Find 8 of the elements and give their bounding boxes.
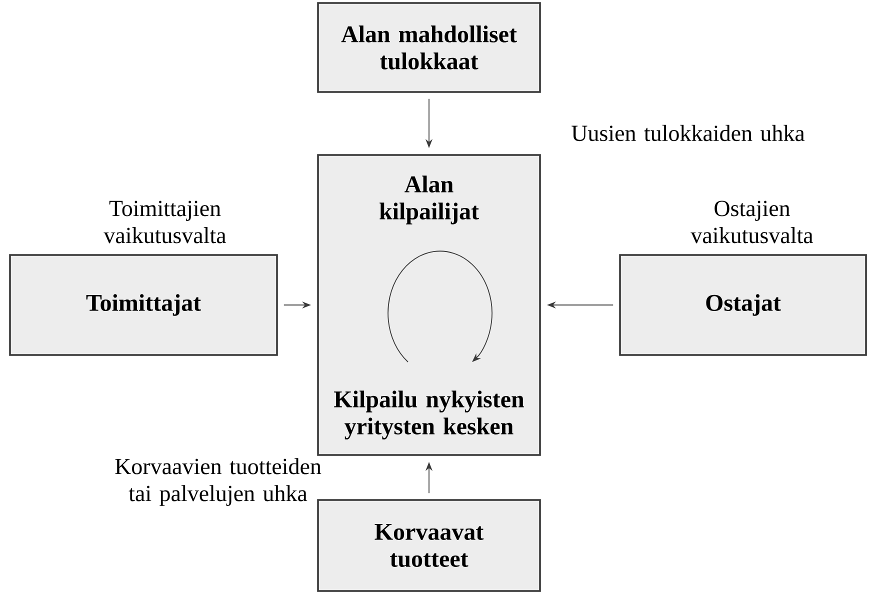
force-box: Ostajat	[619, 254, 867, 356]
force-box: Toimittajat	[9, 254, 278, 356]
force-label: Ostajien vaikutusvalta	[690, 200, 814, 244]
force-box: Alan mahdolliset tulokkaat	[317, 2, 541, 93]
force-label: Uusien tulokkaiden uhka	[572, 124, 805, 142]
force-label: Toimittajien vaikutusvalta	[104, 200, 226, 244]
force-box: Korvaavat tuotteet	[317, 499, 541, 592]
force-box: Alan kilpailijat Kilpailu nykyisten yritysten kesken	[317, 154, 541, 456]
